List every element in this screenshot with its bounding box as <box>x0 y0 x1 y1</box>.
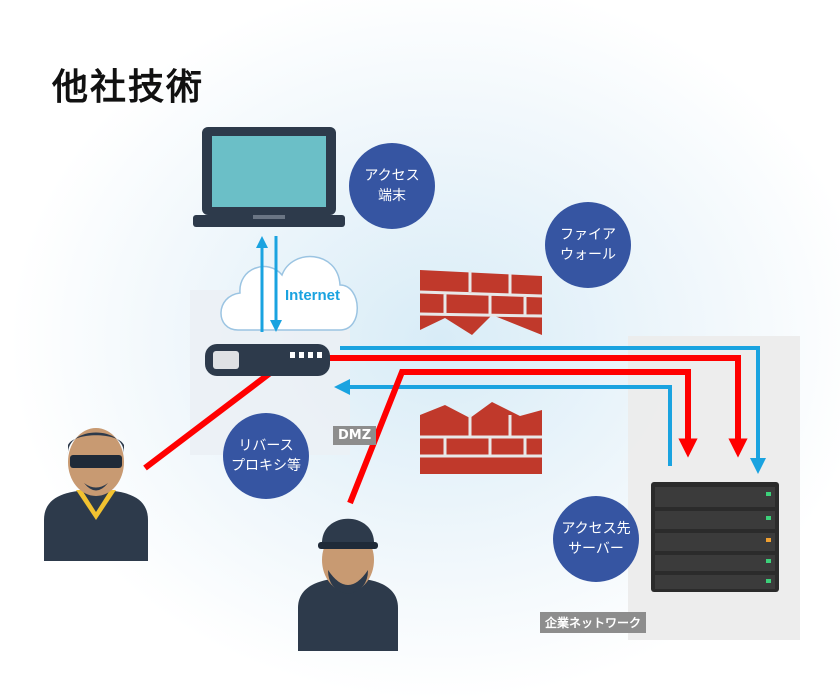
router-icon <box>205 344 330 376</box>
firewall-icon <box>420 402 542 474</box>
reverse-proxy-bubble: リバース プロキシ等 <box>223 413 309 499</box>
destination-server-bubble: アクセス先 サーバー <box>553 496 639 582</box>
dmz-label: DMZ <box>333 426 377 445</box>
firewall-label: ファイア ウォール <box>560 227 616 263</box>
internet-label: Internet <box>285 287 340 304</box>
laptop-icon <box>193 127 345 227</box>
hacker-icon <box>44 428 148 561</box>
traffic-arrows <box>334 346 766 474</box>
internet-traffic-arrows <box>256 236 282 332</box>
page-title: 他社技術 <box>52 67 205 108</box>
firewall-bubble: ファイア ウォール <box>545 202 631 288</box>
access-terminal-bubble: アクセス 端末 <box>349 143 435 229</box>
access-terminal-label: アクセス 端末 <box>364 168 420 204</box>
firewall-icon <box>419 270 543 335</box>
reverse-proxy-label: リバース プロキシ等 <box>231 438 301 474</box>
corporate-network-label: 企業ネットワーク <box>540 612 647 633</box>
destination-server-label: アクセス先 サーバー <box>561 521 631 557</box>
server-rack-icon <box>651 482 779 592</box>
cloud-icon: Internet <box>220 255 358 331</box>
hacker-icon <box>298 518 398 651</box>
